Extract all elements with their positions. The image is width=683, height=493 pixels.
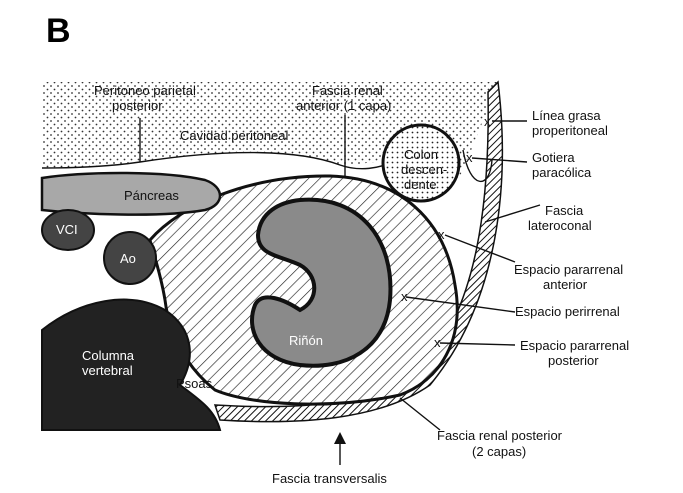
marker-x: x: [438, 227, 445, 242]
label-fascia-post-1: Fascia renal posterior: [437, 428, 563, 443]
label-linea-grasa-2: properitoneal: [532, 123, 608, 138]
label-pararrenal-ant-1: Espacio pararrenal: [514, 262, 623, 277]
label-peritoneo-2: posterior: [112, 98, 163, 113]
leader-perirrenal: [405, 296, 516, 313]
paracolic-gutter: [462, 149, 493, 182]
label-pancreas: Páncreas: [124, 188, 179, 203]
panel-letter: B: [46, 12, 71, 50]
pancreas: [40, 171, 222, 216]
label-fascia-post-2: (2 capas): [472, 444, 526, 459]
posterior-pararenal-band: [213, 80, 504, 423]
marker-x: x: [434, 335, 441, 350]
label-colon-1: Colon: [404, 147, 438, 162]
label-linea-grasa-1: Línea grasa: [532, 108, 601, 123]
posterior-parietal-peritoneum: [41, 151, 393, 170]
arrow-transversalis: [334, 432, 346, 444]
label-psoas: Psoas: [176, 376, 213, 391]
marker-x: x: [466, 150, 473, 165]
leader-gotiera: [471, 157, 528, 163]
leader-fascia-post: [399, 397, 441, 431]
label-gotiera-1: Gotiera: [532, 150, 575, 165]
label-fascia-renal-ant-1: Fascia renal: [312, 83, 383, 98]
label-ao: Ao: [120, 251, 136, 266]
label-fascia-renal-ant-2: anterior (1 capa): [296, 98, 391, 113]
label-gotiera-2: paracólica: [532, 165, 592, 180]
label-cavidad: Cavidad peritoneal: [180, 128, 289, 143]
label-peritoneo-1: Peritoneo parietal: [94, 83, 196, 98]
vertebral-column: [41, 298, 222, 431]
vci: [41, 209, 95, 251]
label-pararrenal-post-2: posterior: [548, 353, 599, 368]
aorta: [103, 231, 157, 285]
label-perirrenal: Espacio perirrenal: [515, 304, 620, 319]
label-pararrenal-ant-2: anterior: [543, 277, 588, 292]
label-fascia-lat-1: Fascia: [545, 203, 584, 218]
label-pararrenal-post-1: Espacio pararrenal: [520, 338, 629, 353]
marker-x: x: [401, 289, 408, 304]
label-vci: VCI: [56, 222, 78, 237]
marker-x: x: [484, 114, 491, 129]
colon-descending: [381, 123, 461, 203]
label-colon-3: dente: [404, 177, 437, 192]
label-columna-1: Columna: [82, 348, 135, 363]
label-rinon: Riñón: [289, 333, 323, 348]
label-transversalis: Fascia transversalis: [272, 471, 387, 486]
leader-pararrenal-ant: [444, 234, 516, 263]
label-fascia-lat-2: lateroconal: [528, 218, 592, 233]
label-columna-2: vertebral: [82, 363, 133, 378]
leader-pararrenal-post: [439, 342, 516, 346]
label-colon-2: descen-: [401, 162, 447, 177]
leader-fascia-lat: [484, 204, 541, 223]
kidney: [250, 197, 393, 368]
